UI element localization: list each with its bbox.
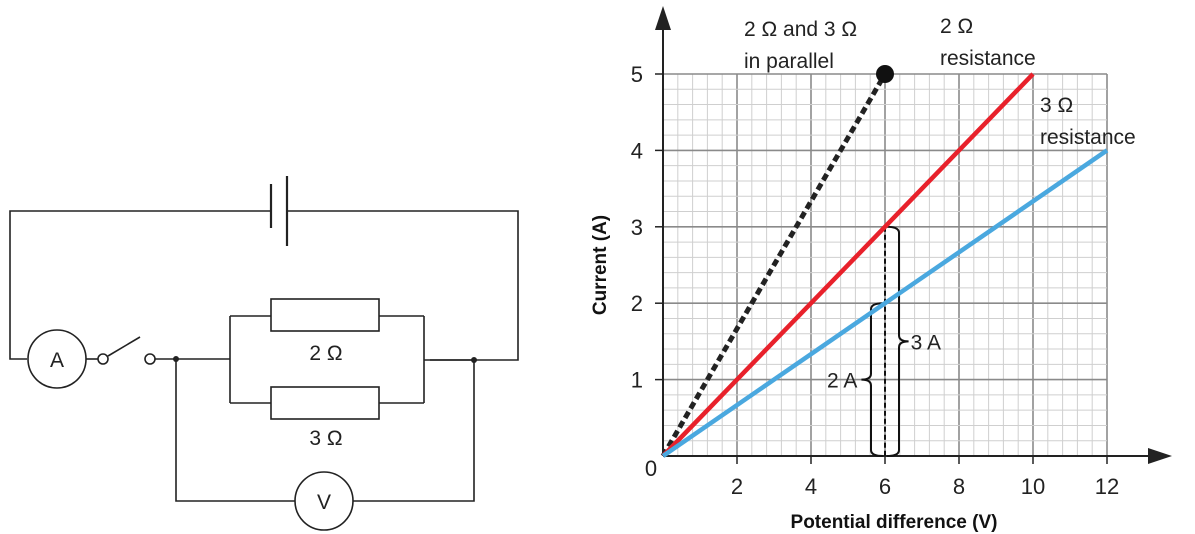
series-label-parallel-line-1: 2 Ω and 3 Ω [744,18,857,41]
series-endpoint-dot [876,65,894,83]
y-tick-label: 2 [631,291,643,316]
brace-2-amp [861,302,884,457]
x-tick-label: 8 [953,474,965,499]
y-axis-title: Current (A) [590,215,611,315]
series-line-1 [661,72,1035,458]
y-tick-label: 1 [631,368,643,393]
x-tick-label: 10 [1021,474,1045,499]
voltmeter-label: V [317,491,331,514]
circuit-wire-top [9,210,271,360]
series-label-3-ohm-line-1: 3 Ω [1040,94,1073,117]
series-line-0 [660,72,888,458]
y-tick-label: 3 [631,215,643,240]
x-tick-label: 12 [1095,474,1119,499]
annotation-2-amp: 2 A [827,370,857,393]
x-tick-label: 4 [805,474,817,499]
series [660,65,1109,458]
y-tick-label: 5 [631,62,643,87]
x-tick-label: 6 [879,474,891,499]
circuit-diagram: A 2 Ω 3 Ω V [9,176,519,531]
series-label-parallel-line-2: in parallel [744,50,834,73]
switch-lever [107,336,141,357]
resistor-2-ohm [270,298,380,332]
series-label-3-ohm: 3 Ω resistance [1040,94,1136,149]
voltmeter [294,471,354,531]
x-axis-arrow [1148,448,1172,464]
origin-label: 0 [645,456,657,481]
annotation-3-amp: 3 A [911,331,941,354]
resistor-2-ohm-label: 2 Ω [309,342,342,365]
series-label-2-ohm-line-1: 2 Ω [940,15,973,38]
brace-3-amp [886,225,909,457]
series-label-2-ohm: 2 Ω resistance [940,15,1036,70]
x-axis-title: Potential difference (V) [791,512,998,533]
resistor-3-ohm [270,386,380,420]
switch-terminal-left [97,353,109,365]
series-line-2 [661,148,1109,458]
y-tick-label: 4 [631,138,643,163]
x-tick-label: 2 [731,474,743,499]
voltmeter-wire [175,359,475,502]
series-label-2-ohm-line-2: resistance [940,47,1036,70]
series-label-parallel: 2 Ω and 3 Ω in parallel [744,18,863,73]
ammeter-label: A [50,349,64,372]
series-label-3-ohm-line-2: resistance [1040,126,1136,149]
circuit-wire-top-right [287,210,519,361]
switch-terminal-right [144,353,156,365]
annotations: 3 A 2 A [827,225,941,457]
resistor-3-ohm-label: 3 Ω [309,427,342,450]
y-axis-arrow [655,6,671,30]
